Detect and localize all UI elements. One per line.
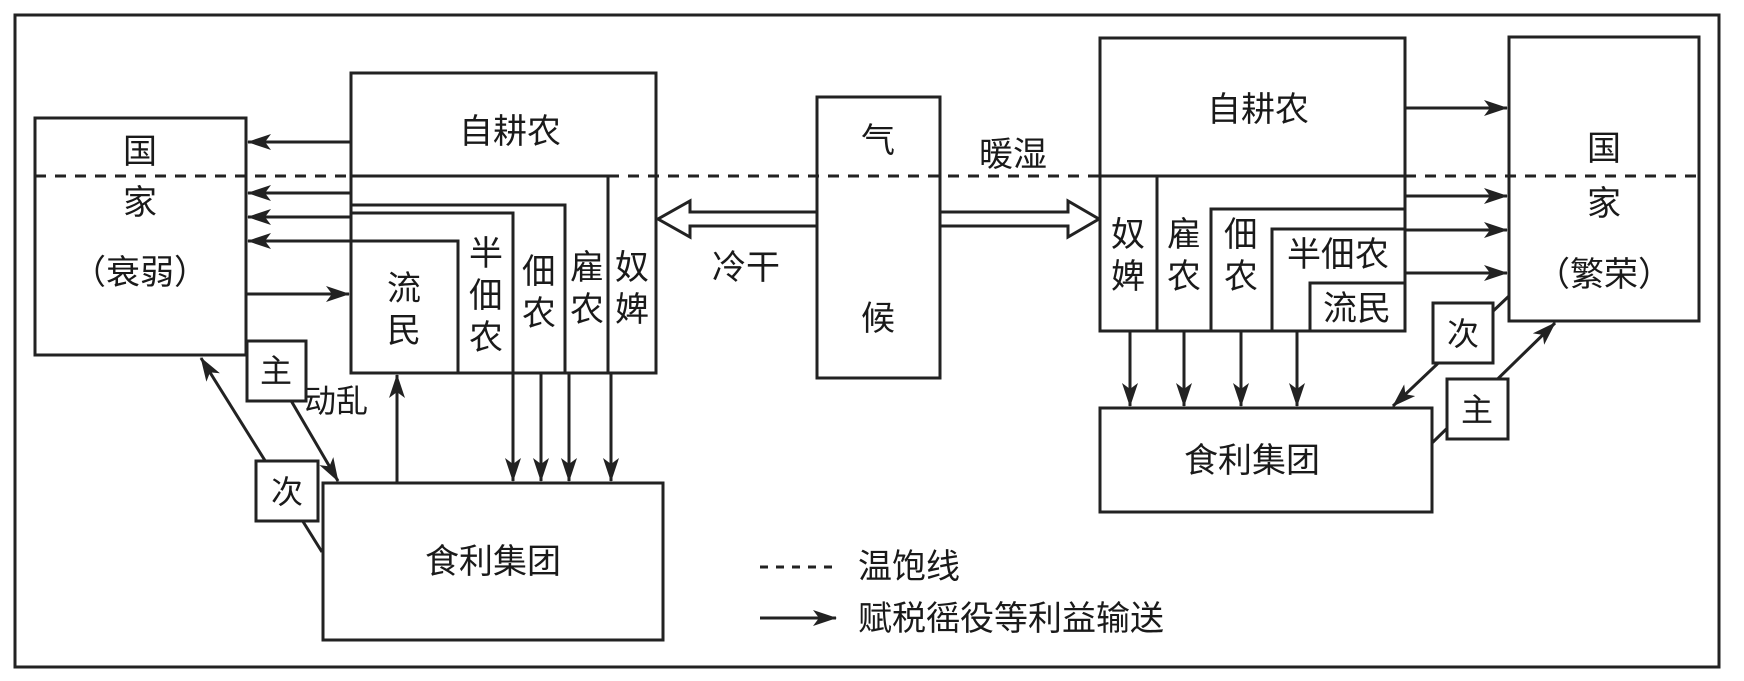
left-major-box (245, 339, 308, 403)
left-hired-char-1: 雇 (570, 248, 604, 288)
left-minor-badge: 次 (254, 459, 320, 523)
legend-dashed-label: 温饱线 (858, 547, 960, 587)
left-state-char-2: 家 (123, 183, 157, 223)
legend-arrow-label: 赋税徭役等利益输送 (858, 599, 1164, 639)
warm-humid-label: 暖湿 (979, 135, 1047, 175)
right-rentier-label: 食利集团 (1184, 441, 1320, 481)
left-farmer-group: 自耕农 流 民 半 佃 农 佃 农 雇 农 奴 婢 (349, 71, 658, 375)
left-minor-label: 次 (271, 473, 303, 511)
right-state-box: 国 家 （繁荣） (1507, 35, 1701, 323)
right-major-label: 主 (1461, 391, 1493, 429)
left-refugee-char-1: 流 (387, 269, 421, 309)
climate-char-1: 气 (861, 121, 895, 161)
left-tenant-char-1: 佃 (522, 252, 556, 292)
right-minor-box (1431, 301, 1495, 365)
right-half-tenant-label: 半佃农 (1287, 235, 1389, 275)
right-state-char-1: 国 (1587, 129, 1621, 169)
right-refugee-label: 流民 (1323, 289, 1391, 329)
left-minor-box (254, 459, 320, 523)
right-rentier-box: 食利集团 (1098, 406, 1434, 514)
left-half-tenant-divider (351, 239, 460, 373)
right-slave-char-2: 婢 (1111, 257, 1145, 297)
left-arrow-major (284, 391, 340, 482)
right-tenant-char-1: 佃 (1224, 215, 1258, 255)
left-state-box: 国 家 （衰弱） (33, 116, 248, 357)
left-rentier-rect (321, 481, 665, 642)
left-unrest-label: 动乱 (304, 382, 368, 420)
right-major-badge: 主 (1445, 377, 1510, 441)
right-minor-label: 次 (1447, 315, 1479, 353)
left-state-char-1: 国 (123, 132, 157, 172)
right-self-farmer-label: 自耕农 (1207, 90, 1309, 130)
left-state-status: （衰弱） (72, 253, 208, 293)
right-hired-char-1: 雇 (1167, 215, 1201, 255)
right-state-status: （繁荣） (1536, 255, 1672, 295)
right-half-tenant-divider (1270, 227, 1405, 331)
climate-char-2: 候 (861, 299, 895, 339)
right-refugee-divider (1308, 281, 1405, 331)
right-state-char-2: 家 (1587, 184, 1621, 224)
legend: 温饱线 赋税徭役等利益输送 (760, 547, 1164, 639)
left-self-farmer-label: 自耕农 (459, 112, 561, 152)
left-farmer-rect (349, 71, 658, 375)
right-major-box (1445, 377, 1510, 441)
right-minor-badge: 次 (1431, 301, 1495, 365)
left-tenant-divider (351, 211, 515, 373)
left-major-label: 主 (260, 352, 292, 390)
left-rentier-label: 食利集团 (425, 542, 561, 582)
left-half-tenant-char-3: 农 (469, 318, 503, 358)
outer-frame (13, 13, 1721, 669)
left-half-tenant-char-2: 佃 (469, 276, 503, 316)
left-slave-char-2: 婢 (615, 290, 649, 330)
cold-dry-hollow-arrow (654, 198, 819, 240)
left-refugee-char-2: 民 (387, 311, 421, 351)
left-half-tenant-char-1: 半 (469, 234, 503, 274)
right-hired-char-2: 农 (1167, 257, 1201, 297)
climate-rect (815, 95, 942, 380)
right-state-rect (1507, 35, 1701, 323)
left-slave-char-1: 奴 (615, 248, 649, 288)
left-rentier-box: 食利集团 (321, 481, 665, 642)
right-rentier-rect (1098, 406, 1434, 514)
left-major-badge: 主 (245, 339, 308, 403)
right-tenant-divider (1209, 207, 1405, 331)
cold-dry-label: 冷干 (712, 248, 780, 288)
left-tenant-char-2: 农 (522, 294, 556, 334)
right-farmer-group: 自耕农 奴 婢 雇 农 佃 农 半佃农 流民 (1098, 36, 1407, 333)
left-hired-divider (351, 203, 567, 373)
climate-box: 气 候 (815, 95, 942, 380)
left-state-rect (33, 116, 248, 357)
warm-humid-hollow-arrow (938, 198, 1102, 240)
left-hired-char-2: 农 (570, 290, 604, 330)
right-tenant-char-2: 农 (1224, 257, 1258, 297)
right-slave-char-1: 奴 (1111, 215, 1145, 255)
